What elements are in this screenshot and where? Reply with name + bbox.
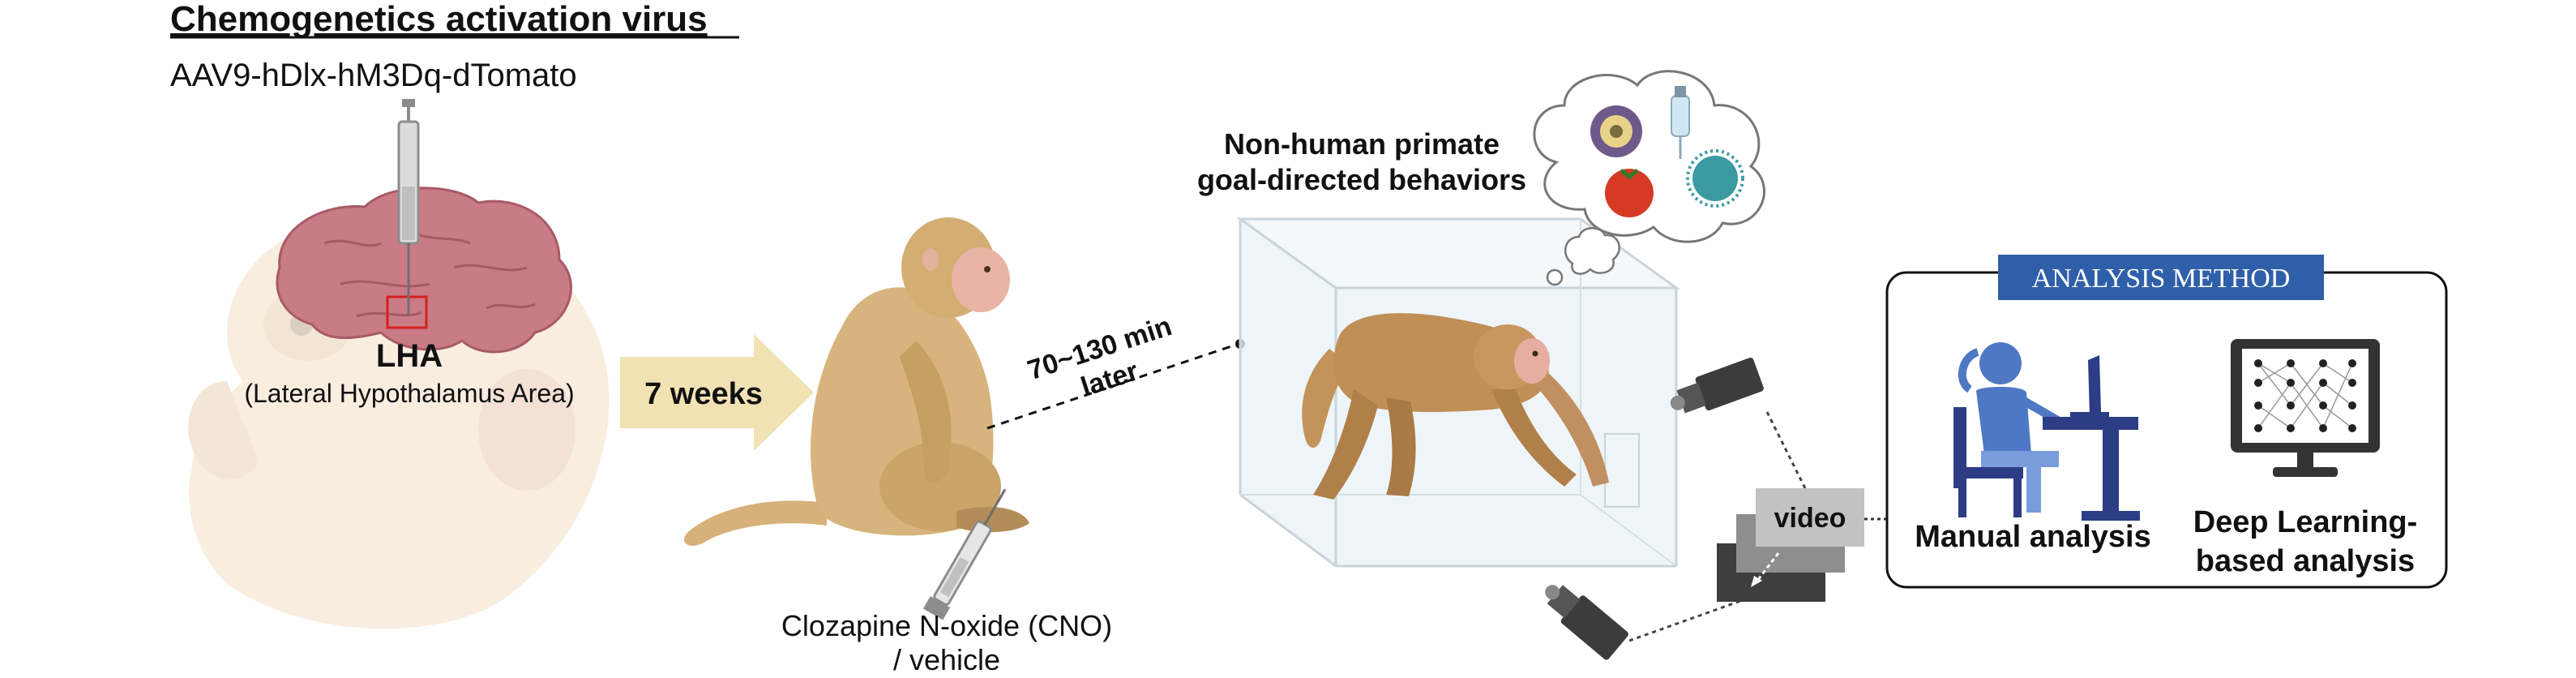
time-connector-line xyxy=(986,342,1239,430)
cno-label-line2: / vehicle xyxy=(893,643,1000,676)
syringe-icon xyxy=(397,99,420,316)
camera-top-icon xyxy=(1670,357,1764,414)
cno-syringe-icon xyxy=(922,488,1007,620)
deep-learning-label-line1: Deep Learning- xyxy=(2193,505,2418,539)
cno-label-line1: Clozapine N-oxide (CNO) xyxy=(781,609,1112,642)
behavior-label-line1: Non-human primate xyxy=(1224,127,1500,161)
walking-monkey-icon xyxy=(1302,313,1609,500)
food-items-icon xyxy=(1590,86,1744,217)
neural-network-monitor-icon xyxy=(2231,339,2380,477)
virus-name: AAV9-hDlx-hM3Dq-dTomato xyxy=(170,58,577,93)
camera-bottom-icon xyxy=(1545,585,1628,660)
sitting-monkey-icon xyxy=(683,217,1029,546)
deep-learning-label-line2: based analysis xyxy=(2196,544,2415,578)
manual-analysis-label: Manual analysis xyxy=(1915,520,2150,554)
person-computer-icon xyxy=(1953,342,2140,521)
delay-label: 70~130 min later xyxy=(1024,311,1175,403)
lha-label: LHA xyxy=(376,338,443,374)
duration-label: 7 weeks xyxy=(644,377,763,411)
behavior-label-line2: goal-directed behaviors xyxy=(1197,163,1526,196)
analysis-badge xyxy=(1998,255,2324,300)
video-frames xyxy=(1717,488,1864,602)
diagram-title: Chemogenetics activation virus xyxy=(170,0,708,39)
video-label: video xyxy=(1774,503,1846,534)
lha-marker-box xyxy=(386,295,428,329)
lha-full-label: (Lateral Hypothalamus Area) xyxy=(244,379,574,408)
duration-arrow xyxy=(620,334,814,451)
analysis-title: ANALYSIS METHOD xyxy=(2032,264,2291,294)
brain-icon xyxy=(276,187,572,354)
